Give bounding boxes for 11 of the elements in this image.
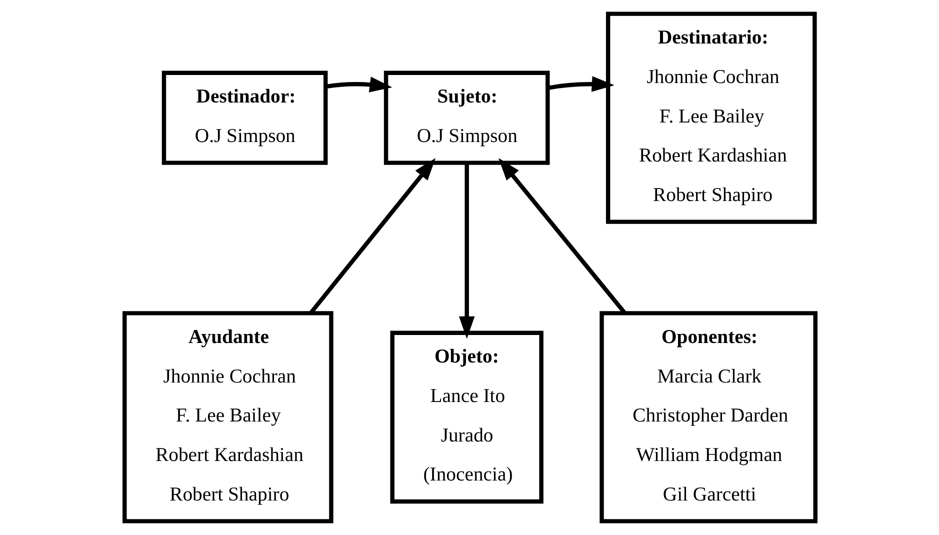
arrow: [498, 158, 626, 314]
node-box: Ayudante Jhonnie Cochran F. Lee Bailey Robert Kardashian Robert Shapiro: [122, 311, 333, 524]
arrow: [325, 76, 392, 92]
arrow: [547, 76, 614, 92]
arrow: [308, 158, 436, 314]
node-box: Sujeto: O.J Simpson: [383, 70, 550, 165]
node-box: Objeto: Lance Ito Jurado (Inocencia): [390, 330, 543, 504]
node-box: Destinador: O.J Simpson: [161, 70, 328, 165]
node-box: Destinatario: Jhonnie Cochran F. Lee Bailey Robert Kardashian Robert Shapiro: [605, 12, 816, 224]
node-box: Oponentes: Marcia Clark Christopher Darden William Hodgman Gil Garcetti: [599, 311, 817, 524]
arrow: [458, 162, 474, 339]
